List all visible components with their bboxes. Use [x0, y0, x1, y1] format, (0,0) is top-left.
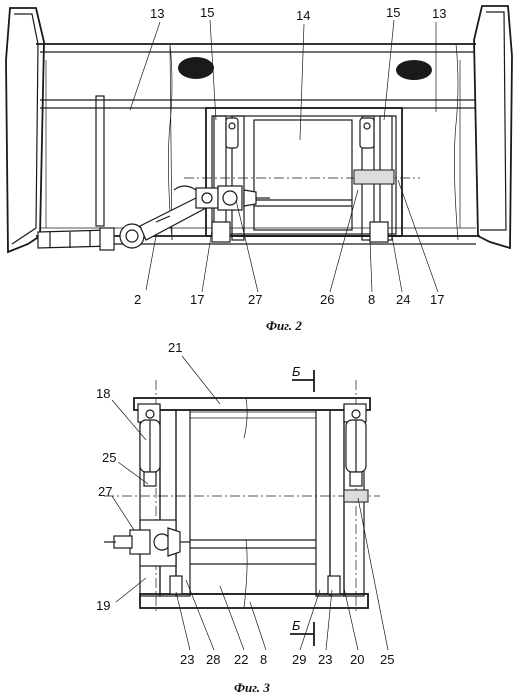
label-13-left: 13: [150, 6, 164, 21]
section-mark-top-label: Б: [292, 364, 301, 379]
figure-2: 13 15 14 15 13 2 17 27 26 8 24 17 Фиг. 2: [5, 5, 513, 333]
label-25-right: 25: [380, 652, 394, 667]
label-15-left: 15: [200, 5, 214, 20]
figure-3-caption: Фиг. 3: [234, 680, 270, 695]
fig2-leaders: [129, 19, 439, 293]
fig3-leaders: [111, 355, 389, 651]
label-23-left: 23: [180, 652, 194, 667]
label-24: 24: [396, 292, 410, 307]
label-22: 22: [234, 652, 248, 667]
label-13-right: 13: [432, 6, 446, 21]
label-21: 21: [168, 340, 182, 355]
vent-left: [178, 57, 214, 79]
pin-23-left: [169, 575, 183, 595]
label-8-fig3: 8: [260, 652, 267, 667]
label-27-fig3: 27: [98, 484, 112, 499]
label-28: 28: [206, 652, 220, 667]
label-14: 14: [296, 8, 310, 23]
section-mark-bottom: Б: [290, 618, 315, 646]
label-25-left: 25: [102, 450, 116, 465]
central-frame: [184, 107, 420, 243]
label-15-right: 15: [386, 5, 400, 20]
label-27: 27: [248, 292, 262, 307]
label-26: 26: [320, 292, 334, 307]
figure-2-caption: Фиг. 2: [266, 318, 302, 333]
label-23-right: 23: [318, 652, 332, 667]
label-2: 2: [134, 292, 141, 307]
drive-unit: [104, 519, 190, 567]
label-17-left: 17: [190, 292, 204, 307]
section-mark-bottom-label: Б: [292, 618, 301, 633]
pin-23-right: [327, 575, 341, 595]
hydraulic-assembly: [37, 185, 270, 251]
cylinder-left: [137, 403, 161, 487]
label-20: 20: [350, 652, 364, 667]
label-18: 18: [96, 386, 110, 401]
label-29: 29: [292, 652, 306, 667]
label-19: 19: [96, 598, 110, 613]
cylinder-right: [343, 403, 369, 503]
label-17-right: 17: [430, 292, 444, 307]
label-8: 8: [368, 292, 375, 307]
vent-right: [396, 60, 432, 80]
figure-3: Б Б 21 18 25 27 19 23 28: [96, 340, 394, 695]
section-mark-top: Б: [292, 364, 315, 392]
